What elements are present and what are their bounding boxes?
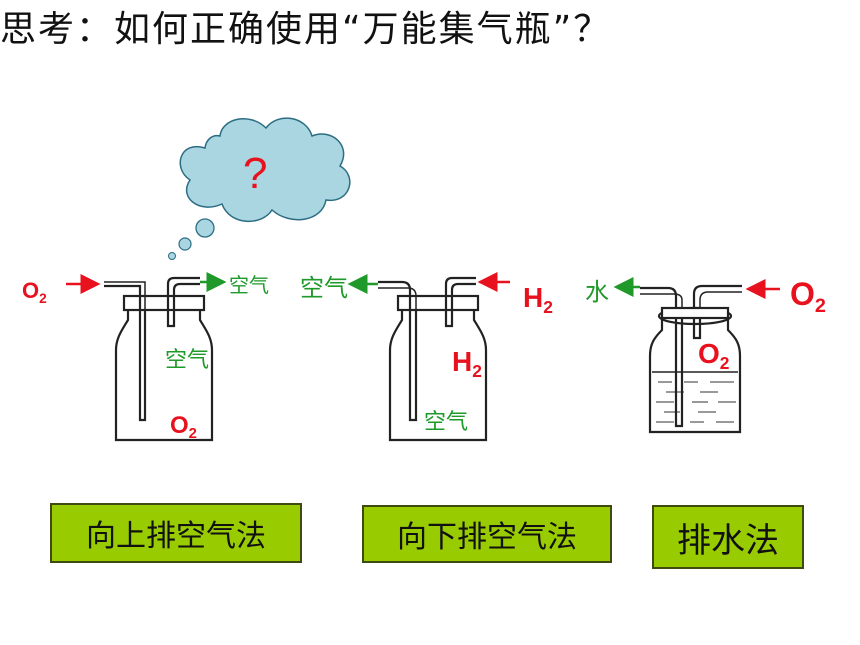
gas-bottle-3 — [640, 284, 742, 434]
page-title: 思考：如何正确使用“万能集气瓶”？ — [0, 9, 612, 50]
bottle3-inlet-gas: O2 — [790, 276, 826, 317]
bottle2-outlet-gas: 空气 — [300, 274, 348, 302]
bottle3-outlet-liquid: 水 — [585, 278, 609, 306]
method-upward-air: 向上排空气法 — [50, 503, 302, 563]
gas-bottle-1 — [104, 276, 214, 442]
bottle1-lower-gas: O2 — [170, 412, 197, 443]
bottle2-lower-gas: 空气 — [424, 410, 469, 435]
bottle3-inside-gas: O2 — [698, 338, 730, 374]
thought-cloud-icon — [168, 117, 351, 260]
bottle1-inlet-gas: O2 — [22, 278, 47, 306]
bottle1-outlet-gas: 空气 — [229, 273, 269, 297]
method-downward-air: 向下排空气法 — [362, 505, 612, 563]
question-mark: ? — [243, 149, 268, 198]
bottle2-upper-gas: H2 — [452, 346, 482, 382]
method-water-displacement: 排水法 — [652, 505, 804, 569]
bottle1-upper-gas: 空气 — [165, 348, 210, 373]
gas-bottle-2 — [378, 276, 488, 442]
bottle2-inlet-gas: H2 — [523, 282, 553, 318]
